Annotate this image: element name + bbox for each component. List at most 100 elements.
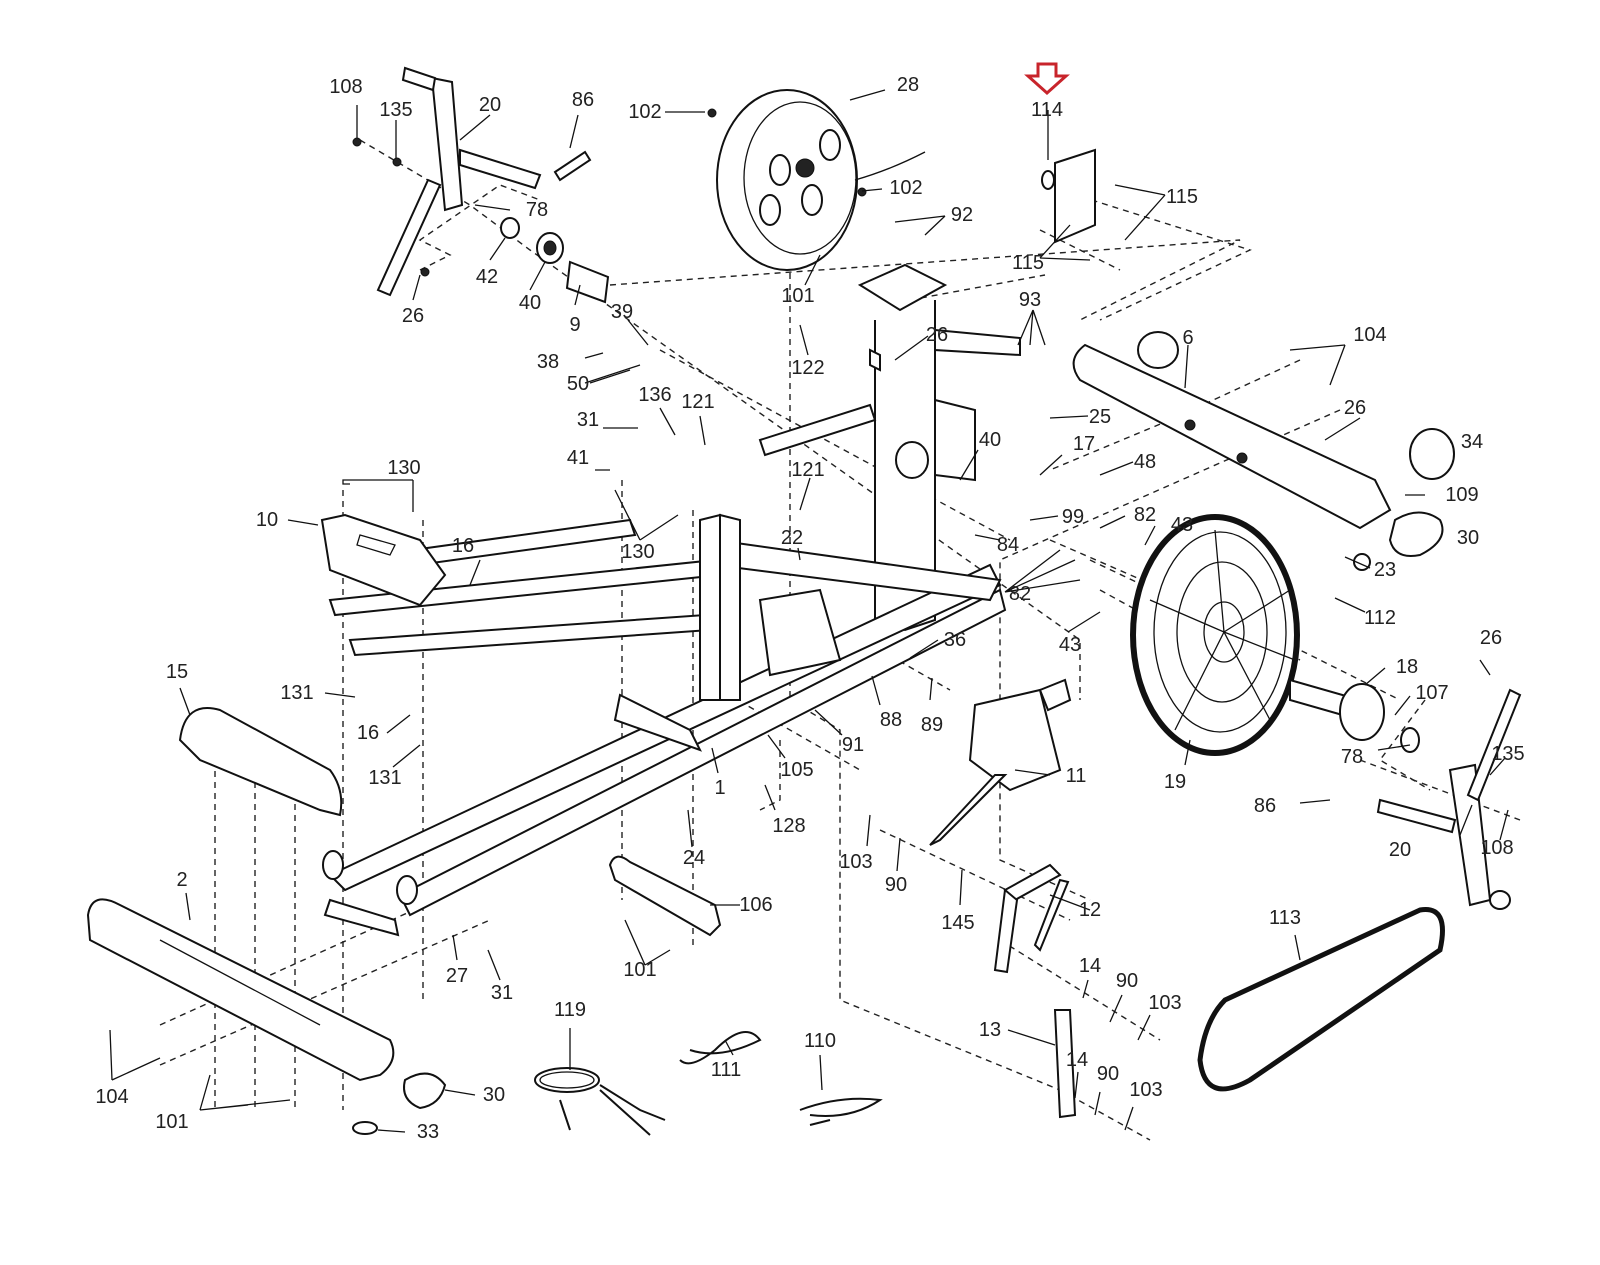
part-label-20: 20: [1388, 839, 1412, 861]
bracket-106: [608, 855, 722, 937]
part-label-101: 101: [781, 285, 815, 307]
part-label-31: 31: [490, 982, 514, 1004]
part-label-122: 122: [791, 357, 825, 379]
cover-10: [320, 513, 447, 607]
part-label-103: 103: [1129, 1079, 1163, 1101]
part-label-2: 2: [176, 869, 188, 891]
part-label-30: 30: [1456, 527, 1480, 549]
part-label-43: 43: [1058, 634, 1082, 656]
part-label-26: 26: [925, 324, 949, 346]
part-label-24: 24: [682, 847, 706, 869]
part-label-16: 16: [451, 535, 475, 557]
part-label-42: 42: [475, 266, 499, 288]
pulley-wheel-28: [707, 89, 926, 271]
part-label-145: 145: [941, 912, 975, 934]
cables: [534, 1031, 883, 1136]
part-label-14: 14: [1078, 955, 1102, 977]
part-label-106: 106: [739, 894, 773, 916]
main-post: [857, 263, 1021, 632]
part-label-36: 36: [943, 629, 967, 651]
console-board-114: [1041, 110, 1096, 244]
part-label-10: 10: [255, 509, 279, 531]
part-label-102: 102: [889, 177, 923, 199]
part-label-41: 41: [566, 447, 590, 469]
part-label-43: 43: [1170, 514, 1194, 536]
foot-2: [86, 898, 447, 1135]
part-label-31: 31: [576, 409, 600, 431]
part-label-131: 131: [280, 682, 314, 704]
part-label-78: 78: [1340, 746, 1364, 768]
upright-20-left: [352, 66, 610, 304]
axle-18: [1289, 678, 1420, 753]
part-label-121: 121: [791, 459, 825, 481]
part-label-82: 82: [1008, 583, 1032, 605]
part-label-89: 89: [920, 714, 944, 736]
part-label-128: 128: [772, 815, 806, 837]
part-label-107: 107: [1415, 682, 1449, 704]
part-label-109: 109: [1445, 484, 1479, 506]
part-label-6: 6: [1182, 327, 1194, 349]
part-label-26: 26: [401, 305, 425, 327]
part-label-23: 23: [1373, 559, 1397, 581]
part-label-112: 112: [1364, 607, 1396, 629]
part-label-28: 28: [896, 74, 920, 96]
part-label-27: 27: [445, 965, 469, 987]
part-label-99: 99: [1061, 506, 1085, 528]
part-label-103: 103: [839, 851, 873, 873]
part-label-30: 30: [482, 1084, 506, 1106]
part-label-101: 101: [623, 959, 657, 981]
part-label-40: 40: [978, 429, 1002, 451]
part-label-114: 114: [1031, 99, 1063, 121]
part-label-121: 121: [681, 391, 715, 413]
part-label-17: 17: [1072, 433, 1096, 455]
part-label-16: 16: [356, 722, 380, 744]
upright-20-right: [1376, 688, 1522, 910]
part-label-90: 90: [884, 874, 908, 896]
highlight-arrow-icon: [1024, 62, 1070, 96]
part-label-25: 25: [1088, 406, 1112, 428]
part-label-48: 48: [1133, 451, 1157, 473]
motor-11: [929, 678, 1072, 846]
part-label-108: 108: [329, 76, 363, 98]
part-label-108: 108: [1480, 837, 1514, 859]
part-label-33: 33: [416, 1121, 440, 1143]
part-label-26: 26: [1479, 627, 1503, 649]
part-label-26: 26: [1343, 397, 1367, 419]
handle-15: [178, 707, 343, 817]
part-label-102: 102: [628, 101, 662, 123]
part-label-110: 110: [804, 1030, 836, 1052]
part-label-130: 130: [387, 457, 421, 479]
part-label-136: 136: [638, 384, 672, 406]
part-label-88: 88: [879, 709, 903, 731]
part-label-78: 78: [525, 199, 549, 221]
part-label-9: 9: [569, 314, 581, 336]
part-label-14: 14: [1065, 1049, 1089, 1071]
part-label-135: 135: [379, 99, 413, 121]
part-label-13: 13: [978, 1019, 1002, 1041]
part-label-131: 131: [368, 767, 402, 789]
part-label-15: 15: [165, 661, 189, 683]
flywheel-19: [1130, 514, 1300, 756]
part-label-135: 135: [1491, 743, 1525, 765]
part-label-105: 105: [780, 759, 814, 781]
part-label-86: 86: [571, 89, 595, 111]
part-label-12: 12: [1078, 899, 1102, 921]
crank-12: [993, 863, 1070, 974]
part-label-130: 130: [621, 541, 655, 563]
part-label-20: 20: [478, 94, 502, 116]
part-label-34: 34: [1460, 431, 1484, 453]
part-label-39: 39: [610, 301, 634, 323]
part-label-19: 19: [1163, 771, 1187, 793]
part-label-93: 93: [1018, 289, 1042, 311]
part-label-101: 101: [155, 1111, 189, 1133]
arm-6: [1072, 331, 1455, 571]
part-label-92: 92: [950, 204, 974, 226]
part-label-115: 115: [1166, 186, 1198, 208]
part-label-86: 86: [1253, 795, 1277, 817]
part-label-22: 22: [780, 527, 804, 549]
part-label-119: 119: [554, 999, 586, 1021]
part-label-1: 1: [714, 777, 726, 799]
part-label-113: 113: [1269, 907, 1301, 929]
